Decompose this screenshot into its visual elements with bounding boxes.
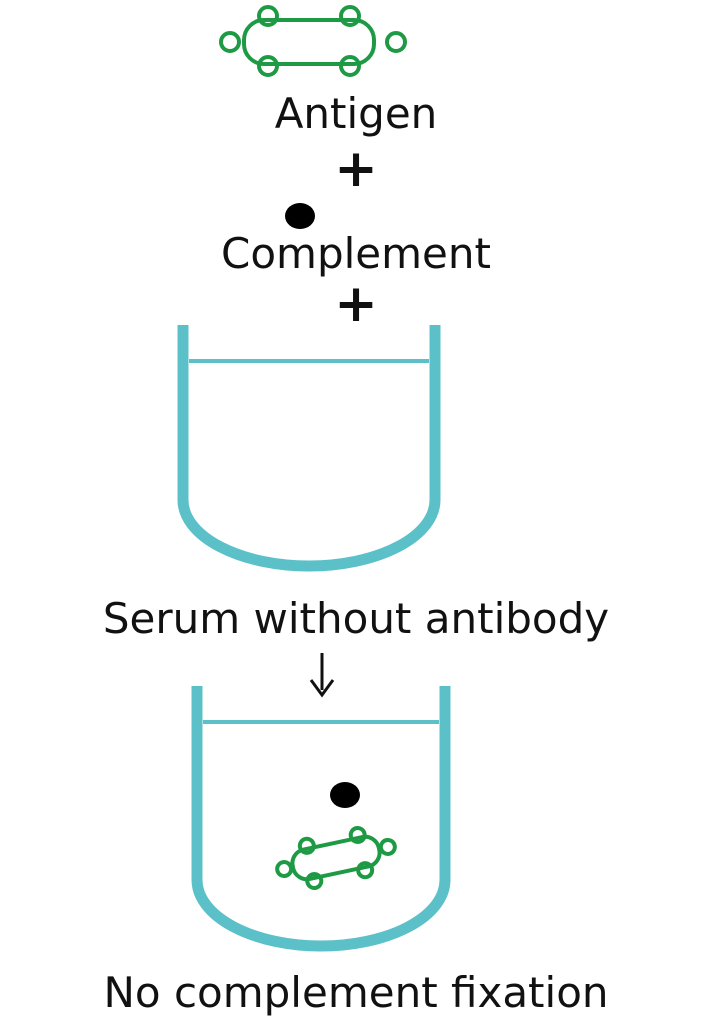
antigen-label: Antigen	[0, 93, 712, 135]
plus-sign: +	[0, 278, 712, 330]
complement-free-icon	[330, 782, 360, 808]
down-arrow-icon	[311, 653, 333, 695]
test-tube-empty	[183, 325, 435, 566]
complement-icon	[285, 203, 315, 229]
antigen-icon	[221, 7, 405, 75]
plus-sign: +	[0, 143, 712, 195]
serum-label: Serum without antibody	[0, 598, 712, 640]
result-label: No complement fixation	[0, 972, 712, 1014]
complement-label: Complement	[0, 233, 712, 275]
test-tube-result	[197, 686, 445, 946]
antigen-free-icon	[272, 821, 400, 895]
